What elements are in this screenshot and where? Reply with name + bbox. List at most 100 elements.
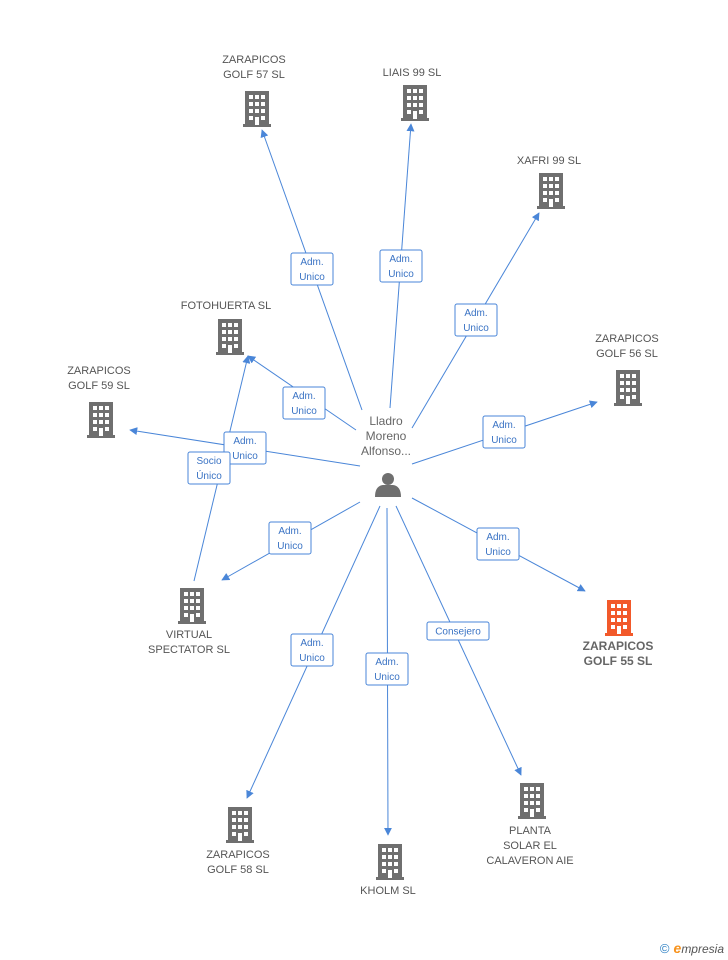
company-name-line: ZARAPICOS <box>67 365 131 377</box>
company-node-kholm[interactable]: KHOLM SL <box>360 844 416 897</box>
building-icon <box>226 807 254 843</box>
role-box <box>476 527 520 561</box>
role-box <box>268 521 312 555</box>
role-text: Unico <box>485 547 511 558</box>
company-node-zarapicos-golf-58[interactable]: ZARAPICOS GOLF 58 SL <box>206 807 270 876</box>
role-label: Adm. Unico <box>290 252 334 286</box>
person-name-line: Lladro <box>369 414 403 428</box>
company-node-zarapicos-golf-57[interactable]: ZARAPICOS GOLF 57 SL <box>222 54 286 127</box>
building-icon <box>376 844 404 880</box>
role-label: Consejero <box>426 621 490 641</box>
building-icon <box>401 85 429 121</box>
role-text: Adm. <box>300 638 323 649</box>
company-name-line: FOTOHUERTA SL <box>181 300 271 312</box>
role-text: Adm. <box>464 308 487 319</box>
role-text: Adm. <box>375 657 398 668</box>
company-name-line: LIAIS 99 SL <box>383 67 442 79</box>
role-box <box>223 431 267 465</box>
building-icon <box>537 173 565 209</box>
building-icon <box>243 91 271 127</box>
company-name-line: PLANTA <box>509 825 552 837</box>
person-name-line: Moreno <box>366 429 407 443</box>
role-label: Adm. Unico <box>282 386 326 420</box>
role-label: Adm. Unico <box>290 633 334 667</box>
role-box <box>282 386 326 420</box>
building-icon <box>518 783 546 819</box>
role-box <box>426 621 490 641</box>
relation-role-labels: Adm.UnicoAdm.UnicoAdm.UnicoAdm.UnicoAdm.… <box>187 249 526 686</box>
role-text: Socio <box>196 456 221 467</box>
company-name-line: ZARAPICOS <box>595 333 659 345</box>
company-node-planta-solar[interactable]: PLANTA SOLAR EL CALAVERON AIE <box>486 783 574 867</box>
company-name-line: KHOLM SL <box>360 885 416 897</box>
role-text: Adm. <box>278 526 301 537</box>
company-name-line: GOLF 57 SL <box>223 69 285 81</box>
role-label: Adm. Unico <box>365 652 409 686</box>
company-name-line: SOLAR EL <box>503 840 557 852</box>
building-icon <box>614 370 642 406</box>
company-name-line: ZARAPICOS <box>583 639 654 653</box>
person-name-line: Alfonso... <box>361 444 411 458</box>
company-node-zarapicos-golf-56[interactable]: ZARAPICOS GOLF 56 SL <box>595 333 659 406</box>
role-text: Unico <box>291 406 317 417</box>
role-text: Unico <box>299 272 325 283</box>
role-box <box>187 451 231 485</box>
role-label: Adm. Unico <box>268 521 312 555</box>
company-name-line: GOLF 59 SL <box>68 380 130 392</box>
company-name-line: GOLF 55 SL <box>584 654 653 668</box>
person-node[interactable]: LladroMorenoAlfonso... <box>361 414 411 497</box>
company-name-line: GOLF 58 SL <box>207 864 269 876</box>
role-label: Adm. Unico <box>482 415 526 449</box>
role-text: Unico <box>374 672 400 683</box>
copyright-icon: © <box>659 940 670 956</box>
role-text: Adm. <box>486 532 509 543</box>
brand-logo-e: e <box>673 940 682 956</box>
building-icon <box>87 402 115 438</box>
role-box <box>482 415 526 449</box>
role-label: Adm. Unico <box>454 303 498 337</box>
company-name-line: GOLF 56 SL <box>596 348 658 360</box>
role-box <box>290 633 334 667</box>
role-box <box>379 249 423 283</box>
building-icon <box>216 319 244 355</box>
role-label: Adm. Unico <box>379 249 423 283</box>
role-box <box>365 652 409 686</box>
role-text: Unico <box>277 541 303 552</box>
role-text: Único <box>196 469 222 482</box>
role-text: Unico <box>491 435 517 446</box>
role-text: Consejero <box>435 627 481 638</box>
role-text: Unico <box>299 653 325 664</box>
company-name-line: CALAVERON AIE <box>486 855 573 867</box>
role-text: Adm. <box>233 436 256 447</box>
brand-logo-text: mpresia <box>681 942 724 956</box>
company-node-virtual-spectator[interactable]: VIRTUAL SPECTATOR SL <box>148 588 230 656</box>
role-label: Adm. Unico <box>223 431 267 465</box>
company-name-line: XAFRI 99 SL <box>517 155 581 167</box>
building-icon <box>605 600 633 636</box>
role-text: Adm. <box>389 254 412 265</box>
person-icon <box>375 473 401 497</box>
role-text: Unico <box>232 451 258 462</box>
company-node-liais-99[interactable]: LIAIS 99 SL <box>383 67 442 121</box>
empresia-watermark: © empresia <box>660 940 724 956</box>
role-text: Unico <box>463 323 489 334</box>
company-name-line: SPECTATOR SL <box>148 644 230 656</box>
company-name-line: VIRTUAL <box>166 629 212 641</box>
company-node-fotohuerta[interactable]: FOTOHUERTA SL <box>181 300 271 355</box>
role-text: Adm. <box>300 257 323 268</box>
role-text: Adm. <box>292 391 315 402</box>
company-nodes: ZARAPICOS GOLF 57 SL LIAIS 99 SL XAFRI 99 S… <box>67 54 659 897</box>
role-box <box>290 252 334 286</box>
role-text: Unico <box>388 269 414 280</box>
company-node-xafri-99[interactable]: XAFRI 99 SL <box>517 155 581 209</box>
role-text: Adm. <box>492 420 515 431</box>
company-node-zarapicos-golf-59[interactable]: ZARAPICOS GOLF 59 SL <box>67 365 131 438</box>
company-name-line: ZARAPICOS <box>206 849 270 861</box>
role-box <box>454 303 498 337</box>
role-label: Adm. Unico <box>476 527 520 561</box>
company-name-line: ZARAPICOS <box>222 54 286 66</box>
building-icon <box>178 588 206 624</box>
